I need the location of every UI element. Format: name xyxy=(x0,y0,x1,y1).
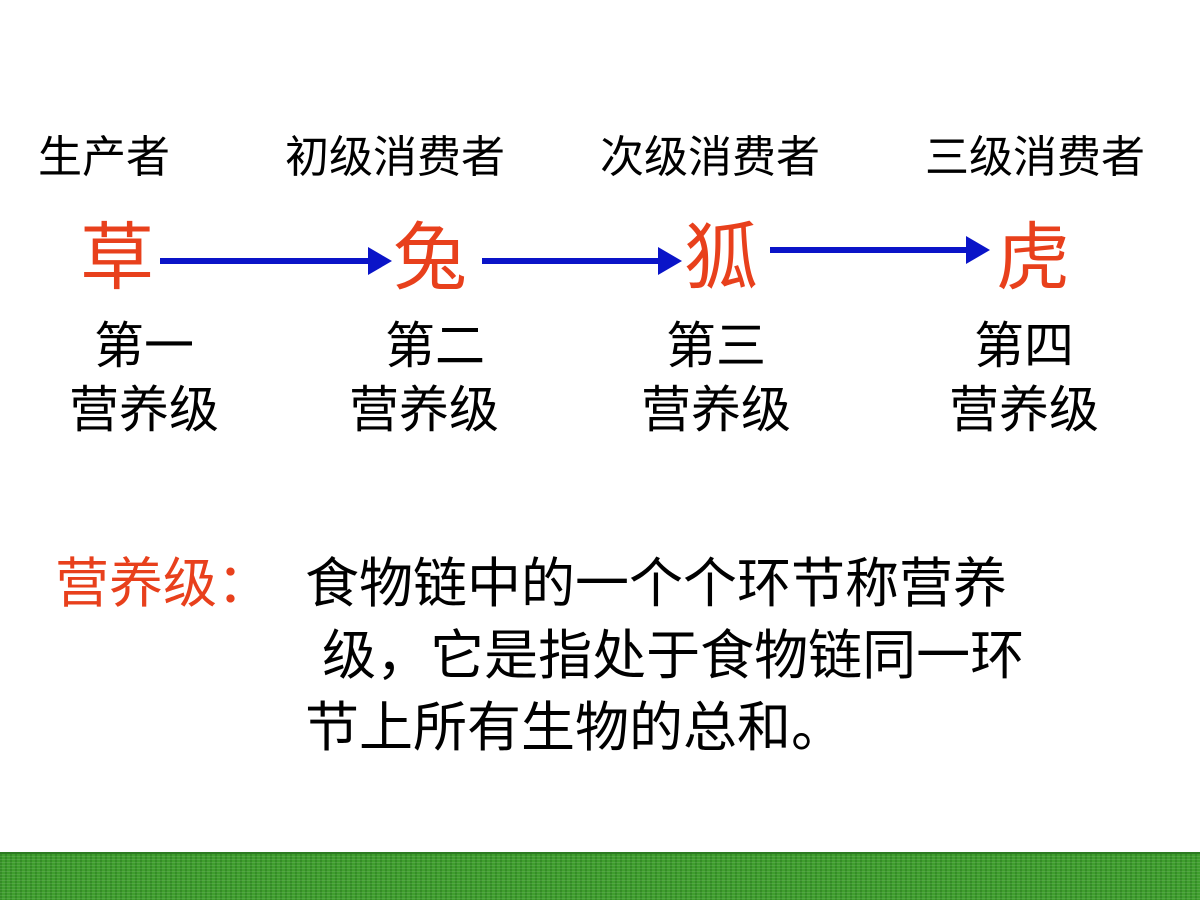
arrow-fox-to-tiger-icon xyxy=(770,236,990,264)
trophic-level-2: 第二 营养级 xyxy=(346,314,502,442)
definition-block: 营养级： 食物链中的一个个环节称营养 级，它是指处于食物链同一环 节上所有生物的… xyxy=(0,548,1200,768)
role-producer: 生产者 xyxy=(38,132,170,183)
trophic-level-2-ordinal: 第二 xyxy=(385,317,485,375)
trophic-level-3: 第三 营养级 xyxy=(638,314,794,442)
definition-body: 食物链中的一个个环节称营养 级，它是指处于食物链同一环 节上所有生物的总和。 xyxy=(305,548,1105,764)
organism-grass: 草 xyxy=(80,215,154,301)
trophic-level-4-ordinal: 第四 xyxy=(974,317,1074,375)
definition-line-3: 节上所有生物的总和。 xyxy=(305,696,845,759)
definition-line-2: 级，它是指处于食物链同一环 xyxy=(305,624,1025,687)
organism-rabbit: 兔 xyxy=(393,215,467,301)
trophic-level-1-ordinal: 第一 xyxy=(94,317,194,375)
role-secondary-consumer: 次级消费者 xyxy=(600,132,820,183)
role-primary-consumer: 初级消费者 xyxy=(285,132,505,183)
trophic-level-3-label: 营养级 xyxy=(641,381,791,439)
grass-footer-band xyxy=(0,852,1200,900)
organism-tiger: 虎 xyxy=(996,215,1070,301)
trophic-level-4: 第四 营养级 xyxy=(946,314,1102,442)
organism-fox: 狐 xyxy=(684,215,758,301)
trophic-level-3-ordinal: 第三 xyxy=(666,317,766,375)
trophic-level-4-label: 营养级 xyxy=(949,381,1099,439)
trophic-level-2-label: 营养级 xyxy=(349,381,499,439)
definition-term: 营养级： xyxy=(55,552,271,615)
role-tertiary-consumer: 三级消费者 xyxy=(925,132,1145,183)
definition-line-1: 食物链中的一个个环节称营养 xyxy=(305,552,1007,615)
arrow-grass-to-rabbit-icon xyxy=(160,247,392,275)
trophic-level-1: 第一 营养级 xyxy=(66,314,222,442)
arrow-rabbit-to-fox-icon xyxy=(482,247,682,275)
trophic-level-1-label: 营养级 xyxy=(69,381,219,439)
